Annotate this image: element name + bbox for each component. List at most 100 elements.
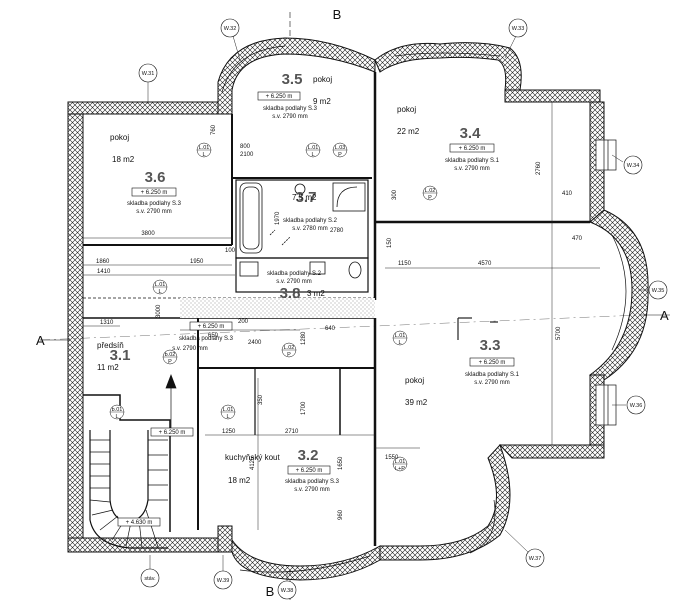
door-tag: L.02P	[281, 342, 297, 358]
section-marks: A A B B	[36, 7, 669, 599]
svg-text:3.5: 3.5	[282, 71, 303, 88]
svg-text:s.v. 2780 mm: s.v. 2780 mm	[292, 226, 328, 232]
svg-text:s.v. 2790 mm: s.v. 2790 mm	[136, 209, 172, 215]
svg-text:skladba podlahy S.1: skladba podlahy S.1	[465, 372, 520, 378]
door-tag: L.01L	[152, 279, 168, 295]
door-tag: L.01L+P	[392, 456, 408, 472]
svg-text:+ 6.250 m: + 6.250 m	[159, 430, 186, 436]
svg-text:L.03: L.03	[335, 145, 346, 151]
svg-text:skladba podlahy S.3: skladba podlahy S.3	[179, 336, 234, 342]
svg-text:skladba podlahy S.2: skladba podlahy S.2	[283, 218, 338, 224]
svg-text:P: P	[287, 352, 291, 358]
section-mark-a-right: A	[660, 308, 669, 323]
svg-text:W.37: W.37	[529, 556, 542, 562]
room-3-4: pokoj 22 m2 3.4 + 6.250 m skladba podlah…	[397, 105, 500, 172]
window-tag-w36: W.36	[626, 395, 646, 415]
svg-text:L: L	[311, 152, 314, 158]
svg-text:skladba podlahy S.3: skladba podlahy S.3	[127, 201, 182, 207]
room-3-1: předsíň 3.1 11 m2 + 6.250 m skladba podl…	[97, 321, 234, 372]
svg-text:1410: 1410	[97, 269, 111, 275]
room-3-5: 3.5 pokoj 9 m2 + 6.250 m skladba podlahy…	[257, 71, 332, 120]
door-tag: L.01L	[305, 142, 321, 158]
svg-text:pokoj: pokoj	[397, 105, 416, 114]
svg-text:+ 6.250 m: + 6.250 m	[198, 324, 225, 330]
section-mark-b-top: B	[333, 7, 342, 22]
svg-text:pokoj: pokoj	[110, 133, 129, 142]
svg-text:skladba podlahy S.3: skladba podlahy S.3	[285, 479, 340, 485]
window-tag-w31: W.31	[138, 63, 158, 83]
svg-text:2710: 2710	[285, 429, 299, 435]
svg-text:7,5 m2: 7,5 m2	[292, 193, 317, 202]
svg-text:W.38: W.38	[281, 588, 294, 594]
svg-text:350: 350	[258, 394, 264, 405]
svg-text:L.01: L.01	[308, 145, 319, 151]
svg-text:L.01: L.01	[199, 145, 210, 151]
svg-text:skladba podlahy S.2: skladba podlahy S.2	[267, 271, 322, 277]
svg-text:150: 150	[387, 237, 393, 248]
svg-text:W.33: W.33	[512, 26, 525, 32]
svg-text:+ 4.630 m: + 4.630 m	[126, 520, 153, 526]
svg-text:L: L	[158, 289, 161, 295]
svg-text:650: 650	[208, 333, 219, 339]
svg-text:1280: 1280	[301, 331, 307, 345]
door-tag: L.03P	[332, 142, 348, 158]
svg-text:s.v. 2790 mm: s.v. 2790 mm	[474, 380, 510, 386]
svg-text:3.7: 3.7	[296, 189, 317, 206]
svg-text:L: L	[226, 414, 229, 420]
svg-text:pokoj: pokoj	[313, 75, 332, 84]
section-mark-a-left: A	[36, 333, 45, 348]
svg-text:3.6: 3.6	[145, 169, 166, 186]
svg-text:L.01: L.01	[155, 282, 166, 288]
door-tag: b.02P	[162, 349, 178, 365]
svg-text:L.02: L.02	[425, 188, 436, 194]
svg-text:W.34: W.34	[627, 163, 640, 169]
svg-text:3.1: 3.1	[110, 347, 131, 364]
svg-text:4125: 4125	[250, 456, 256, 470]
svg-text:1310: 1310	[100, 320, 114, 326]
svg-text:pokoj: pokoj	[405, 376, 424, 385]
door-tags: L.01L L.01L L.03P L.02P L.01L L.02P L.01…	[109, 142, 438, 472]
svg-text:3000: 3000	[156, 304, 162, 318]
window-tag-w34: W.34	[623, 155, 643, 175]
window-tag-existing: stáv.	[140, 568, 160, 588]
svg-text:39 m2: 39 m2	[405, 398, 428, 407]
svg-text:s.v. 2790 mm: s.v. 2790 mm	[294, 487, 330, 493]
room-3-3: 3.3 pokoj 39 m2 + 6.250 m skladba podlah…	[405, 337, 520, 407]
svg-text:18 m2: 18 m2	[228, 476, 251, 485]
svg-text:1150: 1150	[398, 261, 412, 267]
svg-text:+ 6.250 m: + 6.250 m	[459, 146, 486, 152]
svg-text:410: 410	[562, 191, 573, 197]
svg-text:2400: 2400	[248, 340, 262, 346]
svg-text:3 m2: 3 m2	[307, 289, 325, 298]
svg-text:2760: 2760	[536, 161, 542, 175]
svg-text:1950: 1950	[190, 259, 204, 265]
svg-text:3800: 3800	[141, 231, 155, 237]
window-leaders	[147, 35, 648, 585]
door-tag: L.01L	[196, 142, 212, 158]
svg-text:b.02: b.02	[165, 352, 176, 358]
svg-text:+ 6.250 m: + 6.250 m	[479, 360, 506, 366]
svg-text:+ 6.250 m: + 6.250 m	[141, 190, 168, 196]
svg-text:L: L	[398, 340, 401, 346]
svg-text:L.02: L.02	[284, 345, 295, 351]
room-3-6: pokoj 18 m2 3.6 + 6.250 m skladba podlah…	[110, 133, 182, 215]
section-mark-b-bottom: B	[266, 584, 275, 599]
svg-text:P: P	[338, 152, 342, 158]
svg-text:2100: 2100	[240, 152, 254, 158]
svg-text:s.v. 2790 mm: s.v. 2790 mm	[454, 166, 490, 172]
svg-text:L+P: L+P	[395, 466, 405, 472]
svg-text:L.01: L.01	[395, 333, 406, 339]
svg-text:W.35: W.35	[652, 288, 665, 294]
window-tag-w37: W.37	[525, 548, 545, 568]
room-3-8: skladba podlahy S.2 s.v. 2790 mm 3.8 3 m…	[267, 271, 325, 302]
room-3-2: kuchyňský kout 3.2 18 m2 + 6.250 m sklad…	[225, 447, 340, 493]
svg-text:1700: 1700	[301, 401, 307, 415]
door-tag: L.01L	[392, 330, 408, 346]
door-tag: L.02P	[422, 185, 438, 201]
svg-text:W.31: W.31	[142, 71, 155, 77]
window-tag-w38: W.38	[277, 580, 297, 600]
svg-text:300: 300	[392, 189, 398, 200]
stair-elevations: + 6.250 m + 4.630 m	[117, 427, 194, 527]
svg-text:skladba podlahy S.1: skladba podlahy S.1	[445, 158, 500, 164]
svg-text:3.3: 3.3	[480, 337, 501, 354]
